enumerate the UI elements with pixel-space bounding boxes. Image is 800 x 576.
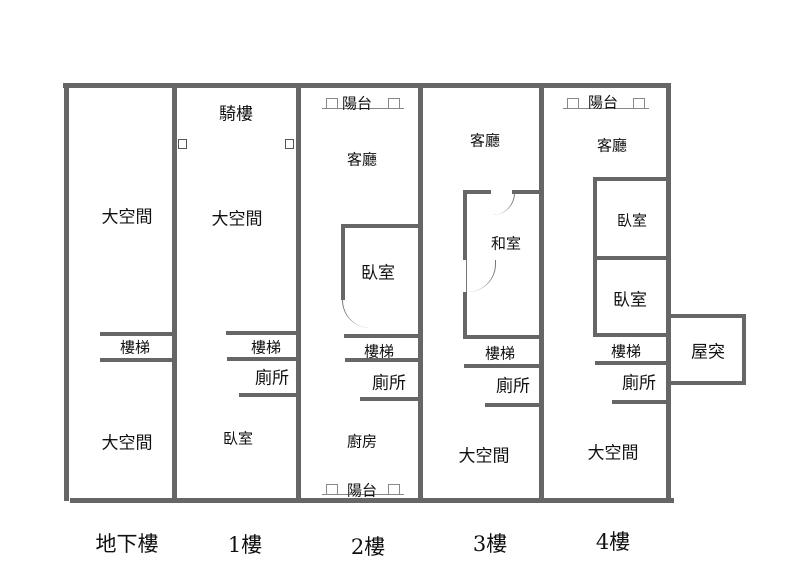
room-label: 廚房 [346, 432, 378, 451]
floor-label: 地下樓 [95, 532, 159, 556]
room-label: 陽台 [346, 481, 378, 500]
wall [485, 403, 540, 407]
wall-right [666, 83, 671, 501]
floor-label: 2樓 [350, 535, 386, 559]
wall [742, 314, 746, 385]
floor-label: 1樓 [227, 533, 263, 557]
wall [593, 177, 667, 181]
room-label: 和室 [490, 234, 522, 253]
wall [239, 393, 297, 397]
balcony [563, 98, 649, 109]
room-label: 陽台 [341, 94, 373, 113]
room-label: 屋突 [691, 342, 725, 363]
room-label: 大空間 [101, 433, 153, 454]
room-label: 客廳 [596, 136, 628, 155]
wall-bottom [70, 498, 674, 503]
wall [593, 333, 667, 337]
wall [593, 256, 667, 260]
wall [463, 190, 467, 260]
wall [100, 358, 173, 362]
room-label: 廁所 [496, 376, 530, 397]
wall [227, 357, 297, 361]
room-label: 樓梯 [250, 338, 282, 357]
room-label: 廁所 [255, 368, 289, 389]
room-label: 大空間 [458, 446, 510, 467]
room-label: 陽台 [587, 93, 619, 112]
wall [463, 292, 467, 339]
room-label: 廁所 [372, 373, 406, 394]
wall [360, 397, 419, 401]
wall [595, 361, 667, 365]
door [342, 300, 373, 328]
wall [464, 364, 540, 368]
room-label: 大空間 [101, 207, 153, 228]
door [466, 260, 496, 292]
room-label: 臥室 [613, 290, 647, 311]
room-label: 大空間 [211, 209, 263, 230]
room-label: 臥室 [361, 263, 395, 284]
floor-label: 4樓 [595, 530, 631, 554]
room-label: 騎樓 [219, 104, 253, 125]
wall [100, 332, 173, 336]
column [178, 139, 187, 149]
room-label: 大空間 [587, 443, 639, 464]
wall [344, 334, 419, 338]
balcony [322, 484, 404, 495]
wall [463, 335, 540, 339]
wall [341, 224, 345, 300]
room-label: 樓梯 [363, 342, 395, 361]
wall-divider [539, 83, 544, 501]
wall [341, 224, 419, 228]
wall [668, 381, 746, 385]
wall [463, 190, 491, 194]
room-label: 樓梯 [119, 338, 151, 357]
wall-top [63, 83, 671, 88]
column [285, 139, 294, 149]
wall [512, 190, 540, 194]
floor-label: 3樓 [472, 532, 508, 556]
wall-divider [418, 83, 423, 501]
wall-left [64, 83, 69, 501]
room-label: 臥室 [616, 211, 648, 230]
door [490, 193, 515, 215]
room-label: 客廳 [469, 131, 501, 150]
wall [226, 331, 297, 335]
room-label: 客廳 [346, 150, 378, 169]
room-label: 臥室 [222, 429, 254, 448]
room-label: 樓梯 [484, 344, 516, 363]
room-label: 樓梯 [610, 342, 642, 361]
wall [612, 400, 667, 404]
wall [345, 358, 419, 362]
wall-divider [296, 83, 301, 501]
room-label: 廁所 [622, 373, 656, 394]
balcony [322, 98, 404, 109]
wall-divider [172, 83, 177, 501]
wall [668, 314, 746, 318]
